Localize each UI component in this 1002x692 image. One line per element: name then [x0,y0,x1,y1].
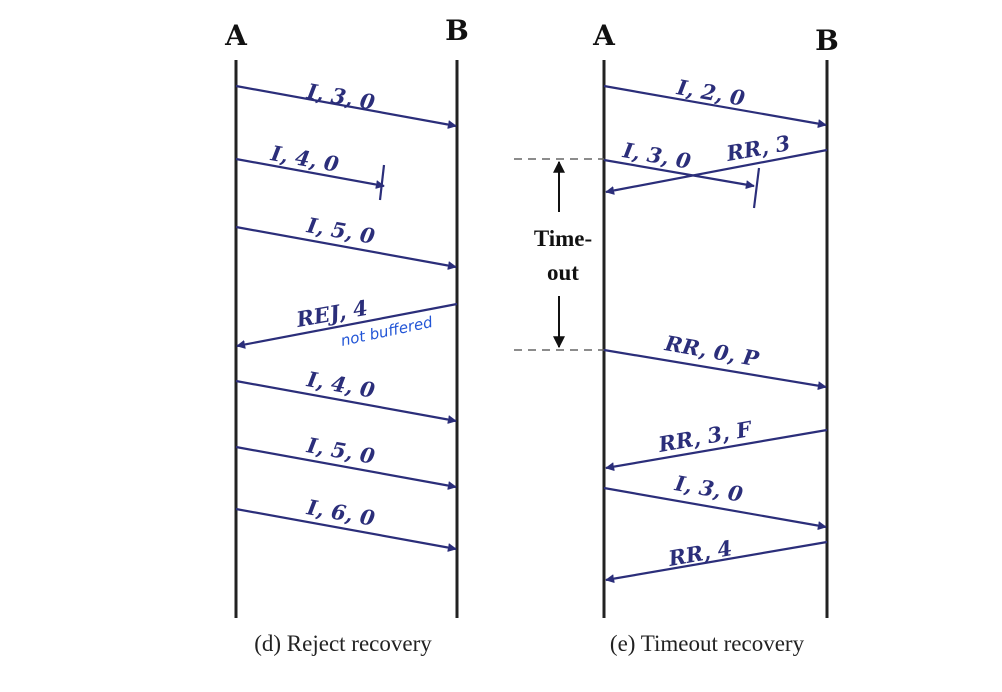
frame-lost-marker [378,164,386,201]
frame-lost-marker [752,167,761,209]
final-arrow [605,428,828,472]
frame-arrow [603,486,827,531]
frame-arrow [603,84,827,129]
reject-arrow [236,302,458,349]
frame-arrow [235,84,457,129]
lost-frame-arrow [235,157,385,189]
frame-arrow [235,507,457,552]
station-b-label: B [815,24,839,57]
frame-label: I, 3, 0 [304,78,377,115]
panel-caption: (d) Reject recovery [254,631,432,656]
timeout-label: Time- [534,226,592,251]
lost-frame-arrow [603,158,755,190]
reject-recovery-panel: A B I, 3, 0 I, 4, 0 I, 5, 0 REJ, 4 not b… [224,14,469,656]
timeout-recovery-panel: A B I, 2, 0 I, 3, 0 RR, 3 Time- out RR, … [514,19,839,656]
timeout-label: out [547,260,579,285]
frame-label: RR, 4 [666,535,734,571]
frame-arrow [235,445,457,490]
panel-caption: (e) Timeout recovery [610,631,805,656]
frame-label: I, 6, 0 [304,494,377,531]
station-a-label: A [592,19,616,52]
frame-label: I, 5, 0 [304,432,377,469]
frame-arrow [235,225,457,270]
frame-label: REJ, 4 [294,295,370,332]
poll-arrow [603,348,827,391]
station-b-label: B [445,14,469,47]
frame-label: I, 5, 0 [304,212,377,249]
frame-arrow [235,379,457,424]
ack-arrow [605,540,828,584]
station-a-label: A [224,19,248,52]
ack-arrow [605,148,828,195]
frame-label: RR, 3 [724,130,792,166]
frame-label: I, 4, 0 [304,366,377,403]
frame-label: RR, 0, P [662,330,762,371]
